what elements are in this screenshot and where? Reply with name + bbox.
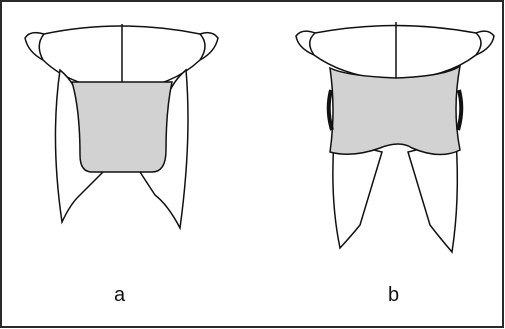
panel-a-pulp-chamber: [72, 82, 172, 172]
panel-b-left-root: [333, 140, 382, 248]
panel-b-drawing: [296, 22, 494, 252]
panel-a-drawing: [25, 24, 218, 228]
panel-b-right-wall-accent: [458, 90, 461, 130]
panel-a-label: a: [114, 285, 125, 305]
panel-b-right-root: [408, 140, 457, 252]
panel-b-label: b: [388, 285, 399, 305]
panel-b-pulp-chamber: [330, 66, 460, 155]
panel-b-left-wall-accent: [329, 90, 332, 130]
